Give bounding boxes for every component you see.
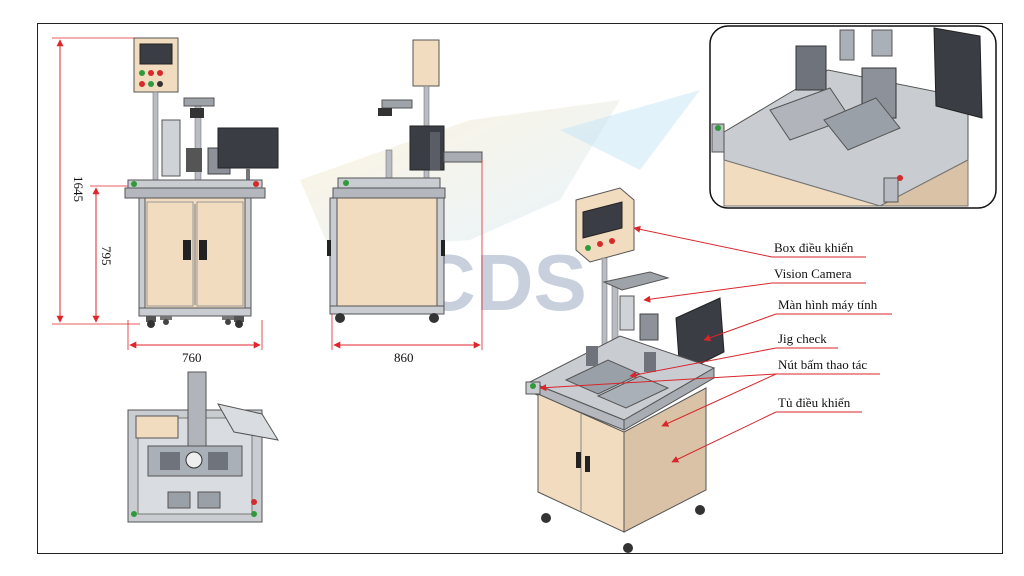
isometric-view (525, 187, 725, 553)
dim-width-front: 760 (182, 350, 202, 365)
callout-label-operation-buttons: Nút bấm thao tác (778, 357, 867, 372)
callout-label-control-box: Box điều khiển (774, 240, 854, 255)
dim-width-side: 860 (394, 350, 414, 365)
callout-label-computer-monitor: Màn hình máy tính (778, 297, 878, 312)
dim-height-cabinet: 795 (99, 246, 114, 266)
top-view (127, 371, 280, 523)
front-view (124, 37, 279, 328)
callout-label-control-cabinet: Tủ điều khiển (778, 395, 851, 410)
callout-label-vision-camera: Vision Camera (774, 266, 852, 281)
dim-height-total: 1645 (71, 176, 86, 202)
side-dimensions: 860 (331, 160, 483, 365)
watermark-text: CDS (418, 238, 587, 327)
detail-inset (709, 25, 997, 209)
front-dimensions: 1645 795 760 (52, 37, 263, 365)
side-view (327, 39, 483, 323)
callout-label-jig-check: Jig check (778, 331, 827, 346)
callouts: Box điều khiển Vision Camera Màn hình má… (539, 225, 892, 463)
